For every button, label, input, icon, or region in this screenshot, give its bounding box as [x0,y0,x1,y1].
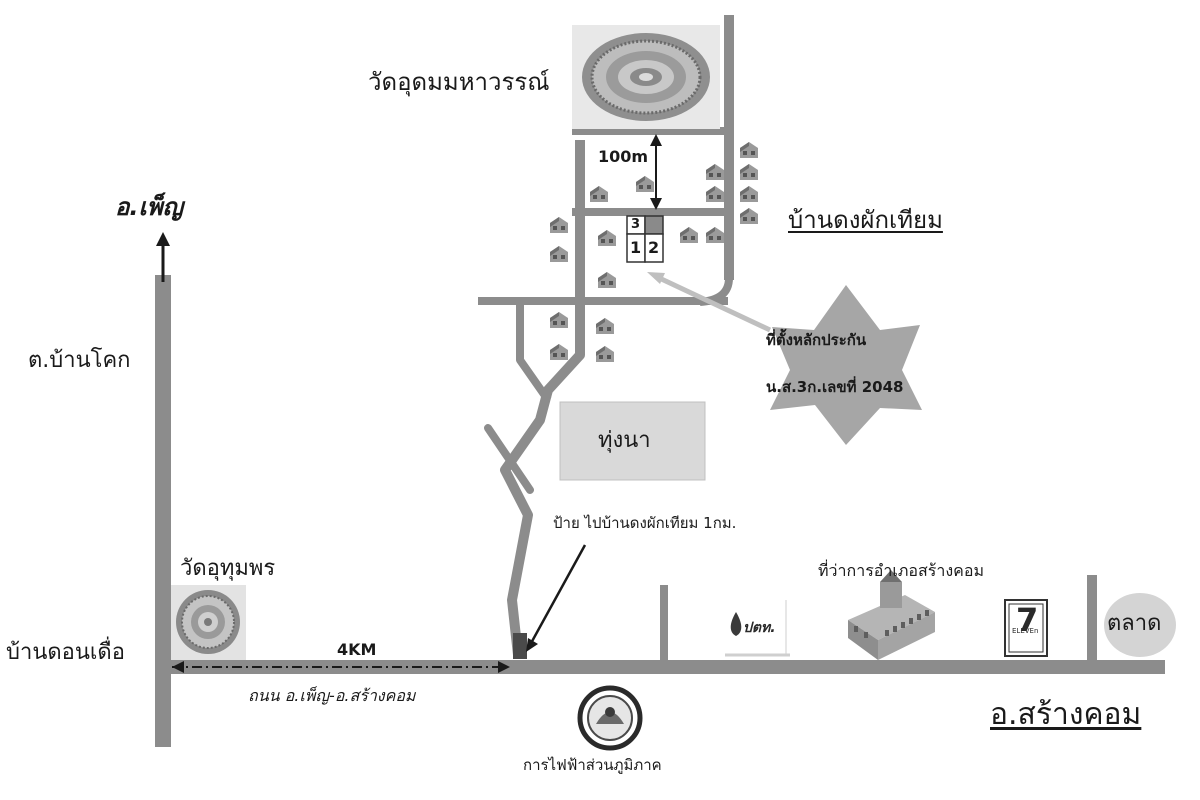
village-road-right [724,15,734,280]
subdistrict-ban-khok-label: ต.บ้านโคก [28,348,131,373]
house-icon [704,162,726,182]
house-icon [738,162,760,182]
house-icon [704,225,726,245]
house-icon [596,270,618,290]
district-pen-label: อ.เพ็ญ [115,193,184,221]
sign-pointer-arrow [528,544,587,646]
village-road-top [572,127,732,135]
branch-road-west-fork [484,424,534,494]
market-label: ตลาด [1107,611,1162,636]
ptt-logo-icon [725,600,790,657]
house-icon [588,184,610,204]
district-sang-khom-label: อ.สร้างคอม [990,697,1142,732]
village-road-mid [572,208,732,216]
rice-field-box [559,401,706,481]
ptt-label: ปตท. [743,620,776,636]
branch-road-fork-left [516,305,552,403]
house-icon [548,310,570,330]
house-icon [548,244,570,264]
collateral-pointer [653,273,772,333]
sign-label: ป้าย ไปบ้านดงผักเทียม 1กม. [553,514,737,532]
seven-eleven-logo-icon [1004,599,1048,657]
distance-4km-label: 4KM [337,640,377,659]
village-road-horizontal [478,297,728,305]
road-name-label: ถนน อ.เพ็ญ-อ.สร้างคอม [248,686,416,705]
house-icon [594,316,616,336]
house-icon [548,342,570,362]
house-icon [738,206,760,226]
village-label: บ้านดงผักเทียม [788,206,943,234]
side-road-2 [1087,575,1097,663]
plot-2-number: 2 [648,238,660,257]
village-don-duea-label: บ้านดอนเดื่อ [6,640,125,665]
district-office-label: ที่ว่าการอำเภอสร้างคอม [818,561,985,580]
electricity-label: การไฟฟ้าส่วนภูมิภาค [523,756,662,774]
temple-top-label: วัดอุดมมหาวรรณ์ [368,68,550,96]
house-icon [738,184,760,204]
office-building-icon [848,570,935,660]
house-icon [704,184,726,204]
rice-field-label: ทุ่งนา [598,428,651,453]
seven-eleven-number: 7 [1016,601,1039,639]
road-main-horizontal [155,660,1165,674]
market-badge [1104,593,1176,657]
house-icon [548,215,570,235]
plot-1-number: 1 [630,238,642,257]
branch-road-north [500,140,585,656]
temple-icon [582,33,710,121]
plot-3-number: 3 [631,217,641,232]
house-icon [738,140,760,160]
distance-100m-label: 100m [598,147,649,166]
collateral-label-line1: ที่ตั้งหลักประกัน [766,331,867,349]
seven-eleven-text: ELEVEn [1012,627,1039,635]
road-vertical-left [155,275,171,747]
electricity-authority-logo-icon [577,685,643,751]
house-icon [594,344,616,364]
sign-marker [513,633,527,659]
star-marker-icon [770,285,922,445]
plot-3-shade [644,215,664,235]
house-icon [596,228,618,248]
side-road-1 [660,585,668,663]
temple-bottom-label: วัดอุทุมพร [180,556,276,581]
house-icon [634,174,656,194]
collateral-label-line2: น.ส.3ก.เลขที่ 2048 [766,378,904,396]
plot-2-box [644,233,664,263]
temple-bottom-icon [176,590,240,654]
house-icon [678,225,700,245]
